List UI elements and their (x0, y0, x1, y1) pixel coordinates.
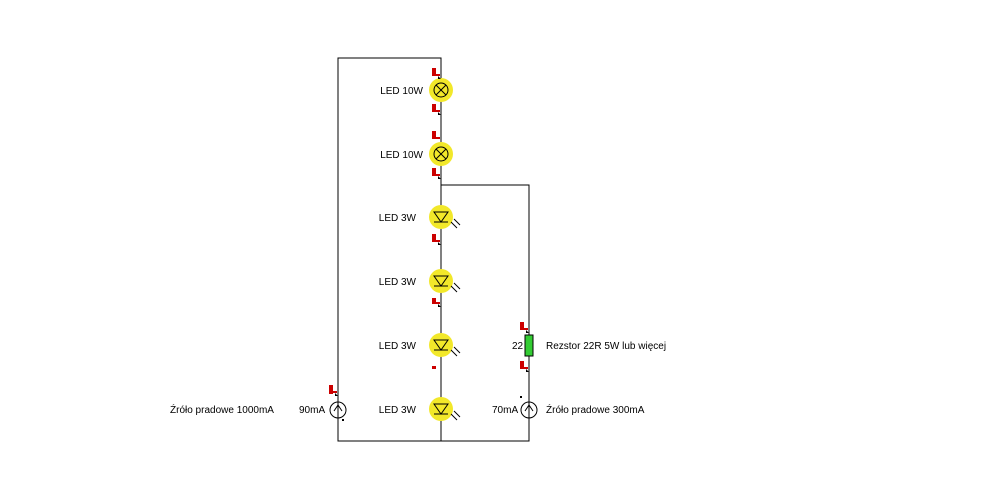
source-right-label: Źróło pradowe 300mA (546, 403, 645, 416)
led-4[interactable]: LED 3W (379, 397, 461, 421)
resistor-icon (524, 334, 534, 357)
source-right-current: 70mA (492, 405, 518, 416)
current-source-right[interactable]: 70mA Źróło pradowe 300mA (492, 401, 645, 419)
probe-marker (520, 361, 528, 369)
lamp-2-label: LED 10W (380, 150, 423, 161)
resistor-label: Rezstor 22R 5W lub więcej (546, 341, 666, 352)
wires (337, 57, 530, 442)
led-4-label: LED 3W (379, 405, 417, 416)
led-3[interactable]: LED 3W (379, 333, 461, 357)
led-1[interactable]: LED 3W (379, 205, 461, 229)
probe-marker (432, 131, 440, 139)
probe-marker (432, 168, 440, 176)
probe-marker (432, 366, 436, 369)
shunt-branch-wire (441, 184, 530, 442)
lamp-1[interactable]: LED 10W (380, 78, 453, 102)
led-2-label: LED 3W (379, 277, 417, 288)
current-source-icon (520, 401, 538, 419)
probe-marker (329, 385, 337, 394)
source-left-label: Źróło pradowe 1000mA (170, 403, 274, 416)
terminal-ticks (335, 76, 529, 421)
probe-marker (432, 104, 440, 112)
probe-marker (520, 322, 528, 330)
probe-marker (432, 298, 440, 304)
lamp-icon (433, 146, 449, 162)
led-2[interactable]: LED 3W (379, 269, 461, 293)
led-3-label: LED 3W (379, 341, 417, 352)
led-icon (433, 275, 461, 293)
probe-marker (432, 234, 440, 242)
lamp-1-label: LED 10W (380, 86, 423, 97)
main-loop-wire (337, 57, 442, 442)
lamp-2[interactable]: LED 10W (380, 142, 453, 166)
probe-marker (432, 68, 440, 76)
led-icon (433, 403, 461, 421)
resistor[interactable]: 22 Rezstor 22R 5W lub więcej (512, 334, 666, 357)
probe-markers (329, 68, 528, 394)
source-left-current: 90mA (299, 405, 325, 416)
led-icon (433, 339, 461, 357)
current-source-icon (329, 401, 347, 419)
lamp-icon (433, 82, 449, 98)
led-icon (433, 211, 461, 229)
resistor-value: 22 (512, 341, 524, 352)
current-source-left[interactable]: 90mA Źróło pradowe 1000mA (170, 401, 347, 419)
led-1-label: LED 3W (379, 213, 417, 224)
